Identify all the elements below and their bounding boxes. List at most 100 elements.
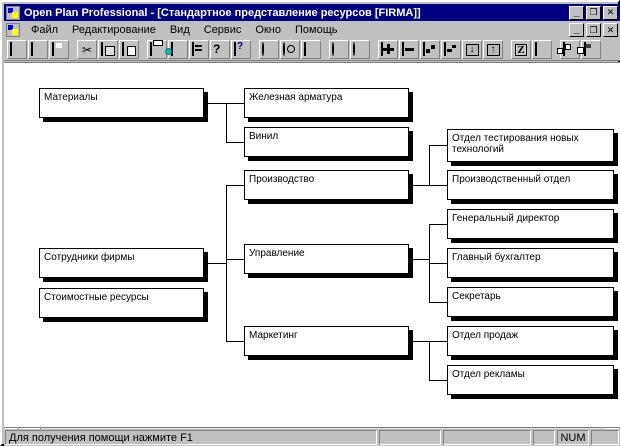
zigzag-layout-button[interactable]: Z [511, 40, 531, 59]
close-icon: ✕ [606, 24, 615, 35]
resource-node-label: Материалы [44, 92, 98, 103]
resource-assign-button[interactable] [280, 40, 300, 59]
status-message: Для получения помощи нажмите F1 [5, 430, 377, 445]
folder-icon [31, 42, 45, 56]
status-pane-6 [591, 430, 619, 445]
paste-button[interactable] [119, 40, 139, 59]
menu-edit[interactable]: Редактирование [72, 24, 156, 36]
resource-node-label: Отдел продаж [452, 330, 519, 341]
plus-icon [381, 42, 395, 56]
minimize-icon: _ [573, 5, 580, 18]
resource-node-proizvodstvo[interactable]: Производство [244, 170, 409, 200]
grid-view-icon [535, 42, 549, 56]
menu-window[interactable]: Окно [255, 24, 281, 36]
menu-view[interactable]: Вид [169, 24, 190, 36]
org-chart-alt-icon [584, 42, 598, 56]
open-plan-icon[interactable] [6, 5, 20, 20]
resource-assign-icon [283, 42, 297, 56]
connector-line [429, 380, 447, 381]
resource-node-gen-direktor[interactable]: Генеральный директор [447, 209, 614, 239]
print-button[interactable] [147, 40, 167, 59]
printer-icon [150, 42, 164, 56]
step-link-button[interactable] [441, 40, 461, 59]
resource-node-label: Управление [249, 248, 305, 259]
copy-button[interactable] [98, 40, 118, 59]
resource-node-marketing[interactable]: Маркетинг [244, 326, 409, 356]
resource-filled-button[interactable] [329, 40, 349, 59]
resource-node-materialy[interactable]: Материалы [39, 88, 204, 118]
connector-line [429, 302, 447, 303]
minimize-button[interactable]: _ [569, 5, 584, 20]
restore-button[interactable]: ❐ [586, 5, 601, 20]
whats-this-button[interactable] [231, 40, 251, 59]
resource-node-otdel-prodazh[interactable]: Отдел продаж [447, 326, 614, 356]
restore-icon: ❐ [589, 24, 598, 35]
connector-line [409, 259, 429, 260]
resource-node-label: Винил [249, 131, 279, 142]
add-node-button[interactable] [378, 40, 398, 59]
copy-icon [101, 42, 115, 56]
resource-node-upravlenie[interactable]: Управление [244, 244, 409, 274]
resource-node-otdel-test[interactable]: Отдел тестирования новых технологий [447, 129, 614, 162]
connector-line [226, 103, 244, 104]
clipboard-icon [122, 42, 136, 56]
arrow-down-icon: ↓ [465, 43, 479, 56]
remove-node-button[interactable] [399, 40, 419, 59]
save-button[interactable] [49, 40, 69, 59]
close-icon: ✕ [606, 7, 615, 17]
arrow-up-icon: ↑ [486, 43, 500, 56]
menu-tools[interactable]: Сервис [203, 24, 242, 36]
resource-node-label: Отдел тестирования новых технологий [452, 133, 579, 155]
child-minimize-button[interactable]: _ [569, 23, 584, 37]
close-button[interactable]: ✕ [603, 5, 618, 20]
connector-line [429, 263, 447, 264]
minus-icon [402, 42, 416, 56]
bar-chart-button[interactable] [189, 40, 209, 59]
resource-filled2-button[interactable] [350, 40, 370, 59]
resource-node-vinil[interactable]: Винил [244, 127, 409, 157]
minimize-icon: _ [573, 23, 580, 35]
cut-button[interactable]: ✂ [77, 40, 97, 59]
resource-node-sotrudniki[interactable]: Сотрудники фирмы [39, 248, 204, 278]
resource-node-zhel-arm[interactable]: Железная арматура [244, 88, 409, 118]
child-close-button[interactable]: ✕ [603, 23, 618, 37]
resource-group-icon [304, 42, 318, 56]
move-down-button[interactable]: ↓ [462, 40, 482, 59]
resource-node-stoimost[interactable]: Стоимостные ресурсы [39, 288, 204, 318]
resource-node-otdel-reklamy[interactable]: Отдел рекламы [447, 365, 614, 395]
move-up-button[interactable]: ↑ [483, 40, 503, 59]
resource-node-label: Отдел рекламы [452, 369, 525, 380]
help-button[interactable]: ? [210, 40, 230, 59]
resource-node-label: Секретарь [452, 291, 501, 302]
connector-line [429, 224, 447, 225]
open-button[interactable] [28, 40, 48, 59]
resource-node-label: Маркетинг [249, 330, 298, 341]
resource-circle-button[interactable] [259, 40, 279, 59]
resource-group-button[interactable] [301, 40, 321, 59]
print-preview-button[interactable] [168, 40, 188, 59]
connector-line [226, 185, 227, 341]
resource-node-gl-buhgalter[interactable]: Главный бухгалтер [447, 248, 614, 278]
grid-view-button[interactable] [532, 40, 552, 59]
link-nodes-button[interactable] [420, 40, 440, 59]
resource-node-sekretar[interactable]: Секретарь [447, 287, 614, 317]
mdi-child-icon[interactable] [6, 23, 20, 37]
connector-line [226, 185, 244, 186]
new-button[interactable] [7, 40, 27, 59]
menu-help[interactable]: Помощь [294, 24, 338, 36]
status-pane-2 [379, 430, 441, 445]
resource-node-label: Главный бухгалтер [452, 252, 541, 263]
child-restore-button[interactable]: ❐ [586, 23, 601, 37]
disk-icon [52, 42, 66, 56]
help-icon: ? [213, 42, 221, 56]
resource-node-proizv-otdel[interactable]: Производственный отдел [447, 170, 614, 200]
whats-this-icon [234, 42, 248, 56]
toolbar: ✂ ? ↓ ↑ Z [4, 39, 620, 61]
title-bar: Open Plan Professional - [Стандартное пр… [4, 4, 620, 21]
org-chart-alt-button[interactable] [581, 40, 601, 59]
connector-line [409, 341, 429, 342]
resource-node-label: Генеральный директор [452, 213, 560, 224]
menu-file[interactable]: Файл [31, 24, 59, 36]
